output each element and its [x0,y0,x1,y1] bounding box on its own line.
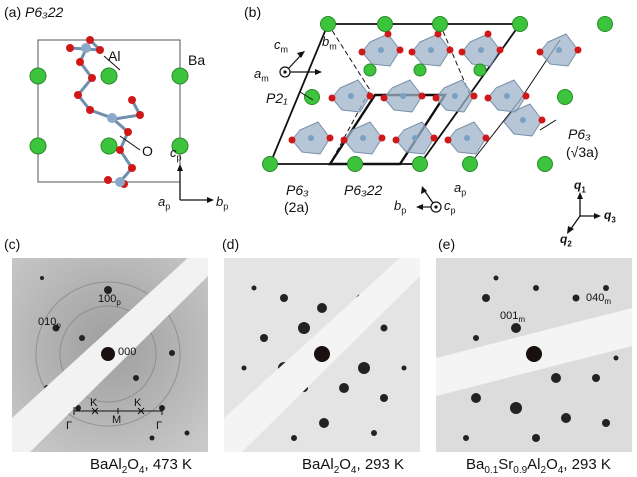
p63-r3a-pointer [539,119,557,131]
path-m: M [112,414,122,426]
label-p63-2a: P6₃ [286,182,309,198]
axes-m-b [279,51,322,78]
path-gamma-right: Γ [156,420,163,432]
path-k-right: K [134,397,142,409]
label-r3a: (√3a) [566,144,599,160]
label-2a: (2a) [284,199,309,215]
panel-a-space-group: P6₃22 [25,4,64,20]
spot-label-010: 010p [38,316,61,331]
atom-label-al: Al [108,48,121,64]
spot-label-040: 040m [586,292,612,307]
axis-cp-a: cp [170,145,182,163]
axis-cp-b: cp [444,198,456,216]
direct-beam-e [526,346,542,362]
label-p21: P2₁ [266,90,288,106]
path-gamma-left: Γ [66,420,73,432]
panel-a-label: (a) P6₃22 [4,4,63,20]
axes-p-a [177,164,214,203]
label-p63-r3a: P6₃ [568,126,591,142]
al-atoms-b [308,47,562,141]
caption-d: BaAl2O4, 293 K [302,456,405,476]
panel-c-tag: (c) [4,236,21,252]
aluminum-atoms-a [81,43,125,187]
axis-ap-b: ap [454,180,467,198]
axis-bp-a: bp [216,194,229,212]
al-pointer [103,55,121,71]
oxygen-atoms-b [288,30,582,144]
o-pointer [119,135,141,151]
direct-beam-d [314,346,330,362]
diffraction-pattern-c [12,258,208,452]
ba-atoms-a [29,67,189,155]
diffraction-pattern-e [436,258,632,452]
gkmkg-path [73,407,163,415]
atom-label-o: O [142,143,153,159]
axis-cm: cm [274,37,288,55]
diffraction-pattern-d [224,258,420,452]
spot-label-100: 100p [98,293,121,308]
q1-label: q1 [574,178,586,195]
panel-d-tag: (d) [222,236,240,252]
atom-label-ba: Ba [188,52,206,68]
spot-label-001: 001m [500,310,526,325]
panel-b-tag: (b) [244,4,262,20]
axis-bp-b: bp [394,198,407,216]
direct-beam-c [101,347,115,361]
q2-label: q2 [560,232,572,249]
axis-bm: bm [322,34,337,52]
structure-figure [29,16,613,234]
q-vectors [567,192,601,234]
p21-pointer [299,91,314,101]
caption-e: Ba0.1Sr0.9Al2O4, 293 K [466,456,611,476]
axis-ap-a: ap [158,194,171,212]
panel-a-tag: (a) [4,4,22,20]
panel-e-tag: (e) [438,236,456,252]
caption-c: BaAl2O4, 473 K [90,456,193,476]
oxygen-atoms-a [66,36,144,188]
ba-atoms-b [262,16,613,172]
label-p6322-b: P6₃22 [344,182,383,198]
path-k-left: K [90,397,98,409]
axes-p-b [416,186,442,213]
spot-label-000: 000 [118,346,137,358]
axis-am: am [254,66,269,84]
q3-label: q3 [604,208,616,225]
